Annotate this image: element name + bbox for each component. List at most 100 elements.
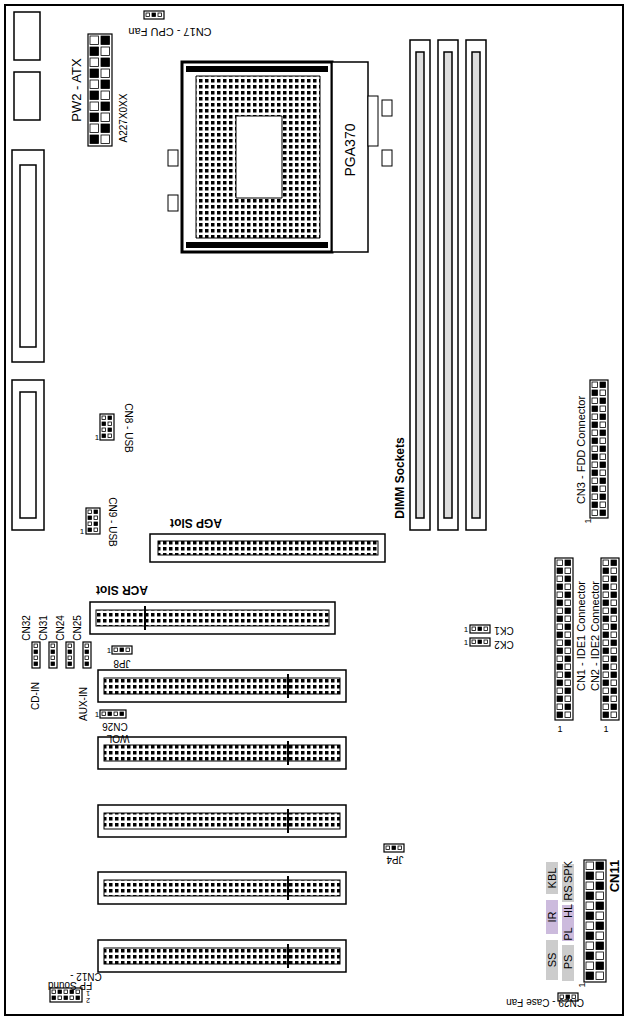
- slot-key: [287, 741, 289, 765]
- pin: [90, 113, 99, 122]
- slot-label: AGP Slot: [170, 517, 222, 529]
- pci-slot: [98, 805, 346, 837]
- pin: [586, 952, 594, 960]
- pin: [611, 576, 617, 582]
- pin: [600, 470, 606, 476]
- pin: [90, 36, 99, 45]
- slot-key: [287, 674, 289, 698]
- pin: [557, 648, 563, 654]
- pin: [108, 712, 112, 716]
- pin: [64, 996, 68, 1000]
- pin: [101, 91, 110, 100]
- pin: [101, 135, 110, 144]
- header-outline: [470, 625, 490, 633]
- pin: [565, 592, 571, 598]
- pin: [586, 912, 594, 920]
- connector-label: CN9 - USB: [107, 497, 117, 546]
- connector-label: CN2 - IDE2 Connector: [590, 581, 601, 691]
- board-outline: [5, 5, 623, 1015]
- pin: [101, 36, 110, 45]
- pin: [611, 592, 617, 598]
- cpu-socket-box: PGA370: [182, 62, 368, 252]
- pin: [603, 664, 609, 670]
- header-outline: [112, 646, 132, 654]
- pin: [611, 704, 617, 710]
- pin: [592, 414, 598, 420]
- pin: [586, 942, 594, 950]
- pin-number: 1: [584, 518, 593, 523]
- fp-sound-header: [50, 988, 82, 1002]
- pin: [596, 902, 604, 910]
- pin: [68, 644, 72, 648]
- pin: [600, 494, 606, 500]
- pin: [85, 644, 89, 648]
- usb-header: [86, 508, 100, 534]
- pin: [592, 390, 598, 396]
- pin: [596, 882, 604, 890]
- pin: [70, 996, 74, 1000]
- pin: [34, 644, 38, 648]
- pin: [592, 502, 598, 508]
- part-number: A227X0XX: [119, 94, 129, 143]
- pci-slot: [98, 737, 346, 769]
- pin: [611, 560, 617, 566]
- pin: [586, 902, 594, 910]
- header-outline: [86, 508, 100, 534]
- atx-connector: [88, 34, 112, 146]
- pin: [102, 712, 106, 716]
- wol-header: [100, 710, 126, 718]
- pin: [565, 688, 571, 694]
- header-outline: [601, 558, 619, 720]
- socket-label: PGA370: [343, 124, 357, 177]
- pin: [557, 568, 563, 574]
- pin: [603, 568, 609, 574]
- pin: [68, 656, 72, 660]
- pin: [94, 510, 98, 514]
- pin: [596, 962, 604, 970]
- pin: [51, 656, 55, 660]
- header-outline: [88, 34, 112, 146]
- pin: [596, 872, 604, 880]
- pin: [592, 406, 598, 412]
- pin: [586, 932, 594, 940]
- pin: [603, 704, 609, 710]
- pin-number: 1: [464, 626, 468, 634]
- pci-slot: [98, 872, 346, 904]
- header-outline: [555, 558, 573, 720]
- pin: [120, 712, 124, 716]
- pin: [114, 648, 118, 652]
- pin: [557, 624, 563, 630]
- pin: [596, 912, 604, 920]
- pci-slot: [98, 940, 346, 972]
- pin: [611, 608, 617, 614]
- pin: [611, 696, 617, 702]
- pin: [108, 434, 112, 438]
- pin: [603, 640, 609, 646]
- pin: [611, 656, 617, 662]
- pin: [600, 446, 606, 452]
- pin: [472, 640, 476, 644]
- pin: [596, 862, 604, 870]
- header-outline: [49, 642, 57, 668]
- pin: [596, 952, 604, 960]
- pin: [565, 704, 571, 710]
- pin: [611, 600, 617, 606]
- pin: [68, 650, 72, 654]
- ide2-connector: [601, 558, 619, 720]
- pin: [603, 624, 609, 630]
- pin: [592, 454, 598, 460]
- header-outline: [66, 642, 74, 668]
- slot-body: [98, 872, 346, 904]
- pin: [398, 846, 402, 850]
- pin: [603, 680, 609, 686]
- connector-label: CN11: [608, 860, 621, 893]
- pin: [386, 846, 390, 850]
- connector-label: CN1 - IDE1 Connector: [576, 581, 587, 691]
- pin: [611, 624, 617, 630]
- pin: [592, 494, 598, 500]
- header-outline: [32, 642, 40, 668]
- pin: [392, 846, 396, 850]
- slot-body: [98, 737, 346, 769]
- pin: [101, 69, 110, 78]
- jumper-label: CK1: [494, 625, 513, 635]
